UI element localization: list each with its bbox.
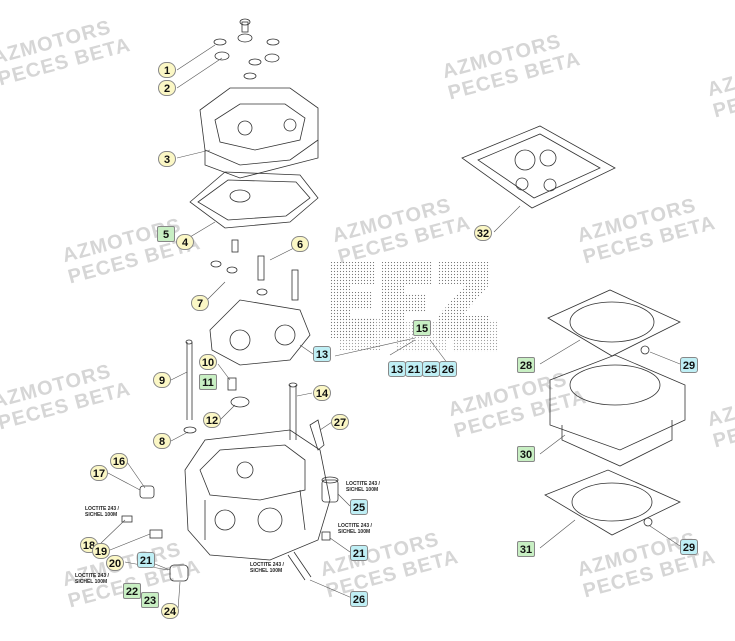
upper-base-gasket xyxy=(547,289,681,357)
callout-32: 32 xyxy=(474,225,492,241)
callout-14: 14 xyxy=(313,385,331,401)
lower-base-gasket xyxy=(544,469,681,536)
callout-24: 24 xyxy=(161,603,179,619)
callout-30: 30 xyxy=(517,446,535,462)
callout-21-group: 21 xyxy=(405,361,423,377)
callout-11: 11 xyxy=(199,374,217,390)
callout-7: 7 xyxy=(191,295,209,311)
callout-5: 5 xyxy=(157,226,175,242)
callout-22: 22 xyxy=(123,583,141,599)
callout-8: 8 xyxy=(153,433,171,449)
callout-25: 25 xyxy=(350,499,368,515)
callout-1: 1 xyxy=(158,62,176,78)
callout-4: 4 xyxy=(176,234,194,250)
leader-lines xyxy=(98,44,681,611)
valve-cover xyxy=(199,87,319,179)
callout-29: 29 xyxy=(680,357,698,373)
cam-bolts xyxy=(210,239,299,301)
loctite-note: LOCTITE 243 /SICHEL 100M xyxy=(85,506,119,518)
callout-26: 26 xyxy=(350,591,368,607)
callout-13: 13 xyxy=(313,346,331,362)
camshaft-holder xyxy=(209,299,311,366)
studs xyxy=(183,339,298,440)
callout-12: 12 xyxy=(203,412,221,428)
top-screws xyxy=(213,18,280,80)
head-gasket xyxy=(461,125,616,209)
loctite-note: LOCTITE 243 /SICHEL 100M xyxy=(75,573,109,585)
callout-10: 10 xyxy=(199,354,217,370)
loctite-note: LOCTITE 243 /SICHEL 100M xyxy=(338,523,372,535)
callout-15: 15 xyxy=(413,320,431,336)
dotted-logo xyxy=(330,262,498,352)
cylinder xyxy=(549,345,686,467)
callout-20: 20 xyxy=(106,555,124,571)
valve-parts xyxy=(227,377,325,451)
callout-25-group: 25 xyxy=(422,361,440,377)
callout-3: 3 xyxy=(158,151,176,167)
callout-17: 17 xyxy=(90,465,108,481)
callout-26-group: 26 xyxy=(439,361,457,377)
callout-29-lower: 29 xyxy=(680,539,698,555)
callout-13-group: 13 xyxy=(388,361,406,377)
callout-27: 27 xyxy=(331,414,349,430)
callout-2: 2 xyxy=(158,80,176,96)
cylinder-head xyxy=(184,429,331,561)
callout-16: 16 xyxy=(110,453,128,469)
callout-6: 6 xyxy=(291,236,309,252)
callout-21: 21 xyxy=(137,552,155,568)
callout-31: 31 xyxy=(517,541,535,557)
callout-28: 28 xyxy=(517,357,535,373)
callout-19: 19 xyxy=(92,543,110,559)
cover-gasket xyxy=(189,171,319,229)
callout-9: 9 xyxy=(153,372,171,388)
callout-23: 23 xyxy=(141,592,159,608)
loctite-note: LOCTITE 243 /SICHEL 100M xyxy=(250,562,284,574)
loctite-note: LOCTITE 243 /SICHEL 100M xyxy=(346,481,380,493)
callout-21-right: 21 xyxy=(350,545,368,561)
